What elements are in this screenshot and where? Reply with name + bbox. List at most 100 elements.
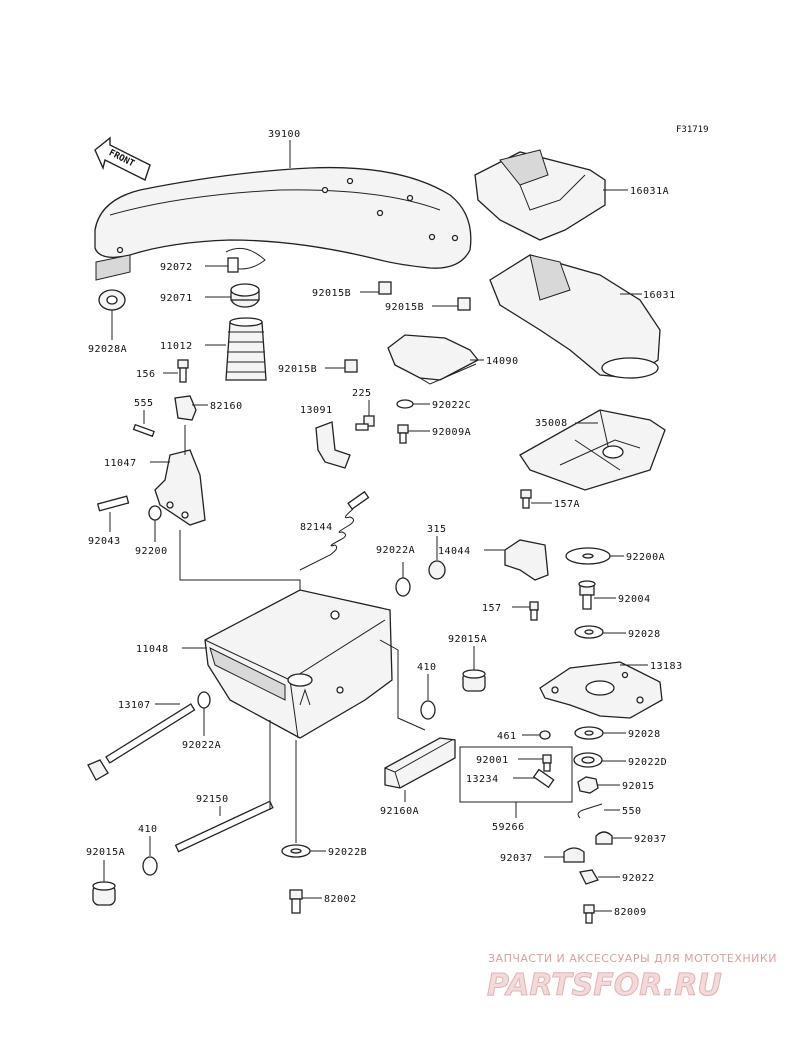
part-92022-washer [579, 869, 599, 885]
label-225: 225 [352, 388, 372, 399]
part-461 [539, 730, 551, 740]
label-13183: 13183 [650, 661, 683, 672]
part-92022A-washer-2 [197, 691, 211, 709]
part-82144-spring [299, 490, 370, 571]
part-92015A-nut-2 [92, 881, 116, 906]
watermark-tagline: ЗАПЧАСТИ И АКСЕССУАРЫ ДЛЯ МОТОТЕХНИКИ [488, 952, 777, 965]
part-225-screw [355, 415, 375, 431]
label-92037-2: 92037 [500, 853, 533, 864]
diagram-ref-code: F31719 [676, 125, 709, 135]
part-82002-bolt [289, 889, 303, 914]
label-92028-2: 92028 [628, 729, 661, 740]
part-11012-boot [225, 317, 267, 381]
part-92043-pin [96, 495, 130, 512]
part-92004-bolt [578, 580, 596, 610]
label-461: 461 [497, 731, 517, 742]
part-14044-bracket [504, 539, 549, 581]
label-82144: 82144 [300, 522, 333, 533]
label-92028-1: 92028 [628, 629, 661, 640]
label-13234: 13234 [466, 774, 499, 785]
part-13183-plate [539, 661, 663, 719]
part-92015B-1 [378, 281, 392, 295]
label-82009: 82009 [614, 907, 647, 918]
part-13234 [532, 768, 555, 789]
label-35008: 35008 [535, 418, 568, 429]
label-92022A-2: 92022A [182, 740, 221, 751]
part-82160 [174, 395, 197, 421]
part-92200-washer [148, 505, 162, 521]
part-16031A-bracket [474, 149, 606, 241]
part-92028A [98, 289, 126, 311]
label-92072: 92072 [160, 262, 193, 273]
label-92028A: 92028A [88, 344, 127, 355]
label-92022C: 92022C [432, 400, 471, 411]
part-92015B-2 [457, 297, 471, 311]
part-11048-housing [204, 589, 393, 739]
label-410-2: 410 [138, 824, 158, 835]
part-410-washer-2 [142, 856, 158, 876]
part-92150-stud [174, 800, 274, 853]
label-92015B-1: 92015B [312, 288, 351, 299]
part-13107-bolt [87, 703, 196, 781]
part-13091-bracket [315, 421, 351, 469]
label-13091: 13091 [300, 405, 333, 416]
label-16031: 16031 [643, 290, 676, 301]
label-92015B-3: 92015B [278, 364, 317, 375]
part-92071 [230, 283, 260, 308]
label-82002: 82002 [324, 894, 357, 905]
label-11012: 11012 [160, 341, 193, 352]
part-550-pin [577, 803, 603, 819]
label-16031A: 16031A [630, 186, 669, 197]
label-92200: 92200 [135, 546, 168, 557]
label-92200A: 92200A [626, 552, 665, 563]
part-92022A-washer-1 [395, 577, 411, 597]
part-82009-bolt [583, 904, 595, 924]
label-92015B-2: 92015B [385, 302, 424, 313]
label-92022D: 92022D [628, 757, 667, 768]
part-92037-clamp-2 [563, 847, 585, 863]
part-39100-cover [94, 166, 472, 281]
label-555: 555 [134, 398, 154, 409]
part-92037-clamp-1 [595, 831, 613, 845]
label-92022B: 92022B [328, 847, 367, 858]
label-92043: 92043 [88, 536, 121, 547]
part-92015B-3 [344, 359, 358, 373]
part-156-bolt [177, 359, 189, 383]
label-11048: 11048 [136, 644, 169, 655]
part-35008-mount [519, 409, 666, 491]
part-16031-guide [489, 254, 661, 379]
part-92022C-washer [396, 399, 414, 409]
label-92001: 92001 [476, 755, 509, 766]
label-92022A-1: 92022A [376, 545, 415, 556]
label-92037-1: 92037 [634, 834, 667, 845]
label-92160A: 92160A [380, 806, 419, 817]
part-555-pin [132, 423, 155, 438]
part-410-washer-1 [420, 700, 436, 720]
part-11047-bracket [154, 449, 206, 526]
label-92022: 92022 [622, 873, 655, 884]
label-13107: 13107 [118, 700, 151, 711]
label-92150: 92150 [196, 794, 229, 805]
part-315-nut [428, 560, 446, 580]
label-59266: 59266 [492, 822, 525, 833]
label-92015A-2: 92015A [86, 847, 125, 858]
part-92072-clamp [225, 247, 266, 273]
part-92009A-bolt [397, 424, 409, 444]
label-92071: 92071 [160, 293, 193, 304]
label-92004: 92004 [618, 594, 651, 605]
label-14044: 14044 [438, 546, 471, 557]
label-92015A-1: 92015A [448, 634, 487, 645]
part-92160A-pad [384, 737, 456, 789]
label-14090: 14090 [486, 356, 519, 367]
watermark-brand: PARTSFOR.RU [487, 968, 722, 1003]
label-11047: 11047 [104, 458, 137, 469]
front-arrow-icon: FRONT [94, 136, 151, 181]
label-157: 157 [482, 603, 502, 614]
label-39100: 39100 [268, 129, 301, 140]
part-157A-bolt [520, 489, 532, 509]
label-315: 315 [427, 524, 447, 535]
label-92015: 92015 [622, 781, 655, 792]
part-14090-cover [387, 334, 479, 385]
part-92001 [542, 754, 552, 772]
